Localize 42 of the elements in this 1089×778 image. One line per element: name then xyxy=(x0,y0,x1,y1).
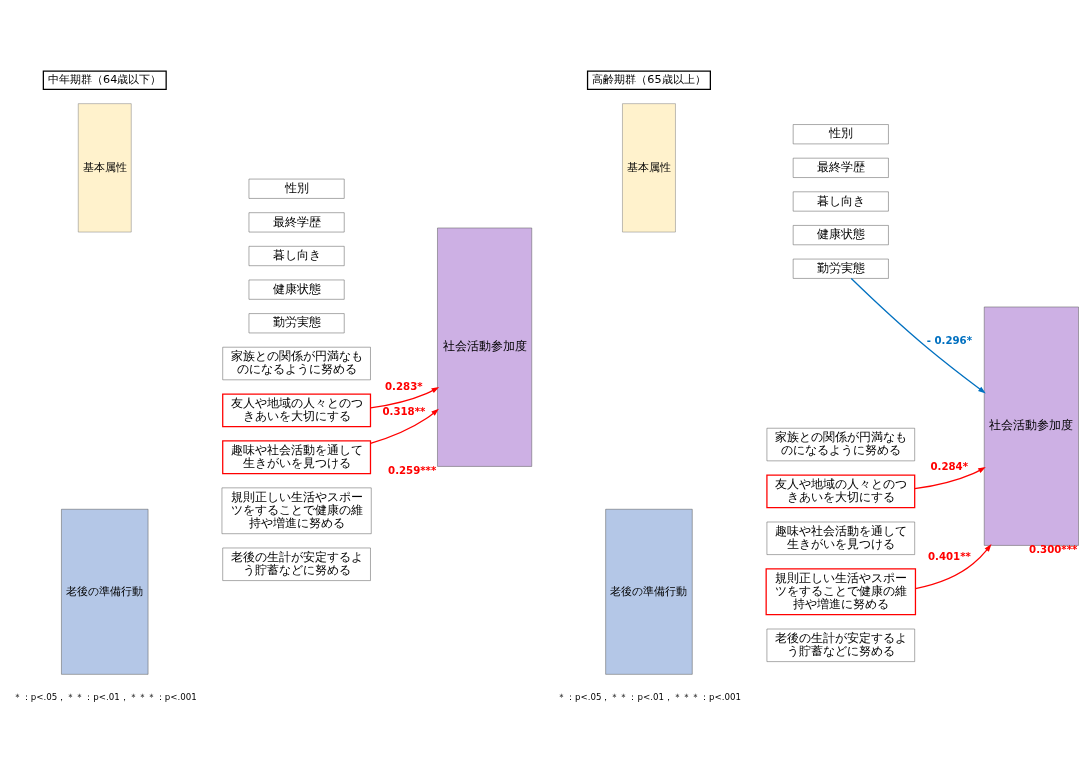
arrow xyxy=(369,408,439,445)
node-box: 最終学歴 xyxy=(248,212,345,233)
node-box: 家族との関係が円満なものになるように努める xyxy=(222,346,371,381)
node-box: 高齢期群（65歳以上） xyxy=(586,70,711,90)
label: ＊：p<.05，＊＊：p<.01，＊＊＊：p<.001 xyxy=(556,691,741,702)
node-box: 基本属性 xyxy=(622,103,676,233)
node-box: 性別 xyxy=(248,178,345,199)
node-box: 趣味や社会活動を通して生きがいを見つける xyxy=(766,521,915,555)
node-box: 趣味や社会活動を通して生きがいを見つける xyxy=(222,440,372,475)
node-label: 0.300*** xyxy=(1029,544,1078,556)
edge-label: 0.401** xyxy=(927,551,971,563)
node-box: 老後の準備行動 xyxy=(605,509,693,675)
node-box: 健康状態 xyxy=(792,225,889,246)
node-box: 勤労実態 xyxy=(248,313,345,334)
node-box: 友人や地域の人々とのつきあいを大切にする xyxy=(766,474,916,509)
node-box: 老後の生計が安定するよう貯蓄などに努める xyxy=(766,628,915,662)
arrow xyxy=(369,386,440,409)
arrow xyxy=(914,466,986,490)
edge-label: 0.318** xyxy=(382,405,426,417)
node-box: 中年期群（64歳以下） xyxy=(42,70,167,90)
node-box: 基本属性 xyxy=(78,103,132,233)
node-box: 社会活動参加度 xyxy=(437,227,532,467)
node-box: 規則正しい生活やスポーツをすることで健康の維持や増進に努める xyxy=(765,568,917,616)
node-box: 友人や地域の人々とのつきあいを大切にする xyxy=(222,393,372,428)
node-box: 老後の生計が安定するよう貯蓄などに努める xyxy=(222,547,371,581)
edge-label: - 0.296* xyxy=(926,334,972,346)
node-box: 最終学歴 xyxy=(792,157,889,178)
node-box: 老後の準備行動 xyxy=(61,509,149,675)
node-box: 健康状態 xyxy=(248,279,345,300)
node-box: 暮し向き xyxy=(248,246,345,266)
node-box: 家族との関係が円満なものになるように努める xyxy=(766,428,915,462)
edge-label: 0.284* xyxy=(930,461,969,473)
node-label: 0.259*** xyxy=(388,465,437,477)
node-box: 暮し向き xyxy=(792,191,889,212)
arrow xyxy=(914,544,992,590)
label: ＊：p<.05，＊＊：p<.01，＊＊＊：p<.001 xyxy=(12,691,197,702)
node-box: 規則正しい生活やスポーツをすることで健康の維持や増進に努める xyxy=(221,487,372,534)
arrow xyxy=(850,277,986,394)
node-box: 社会活動参加度 xyxy=(984,306,1079,546)
edge-label: 0.283* xyxy=(385,381,423,393)
node-box: 性別 xyxy=(792,124,889,145)
node-box: 勤労実態 xyxy=(792,258,889,279)
